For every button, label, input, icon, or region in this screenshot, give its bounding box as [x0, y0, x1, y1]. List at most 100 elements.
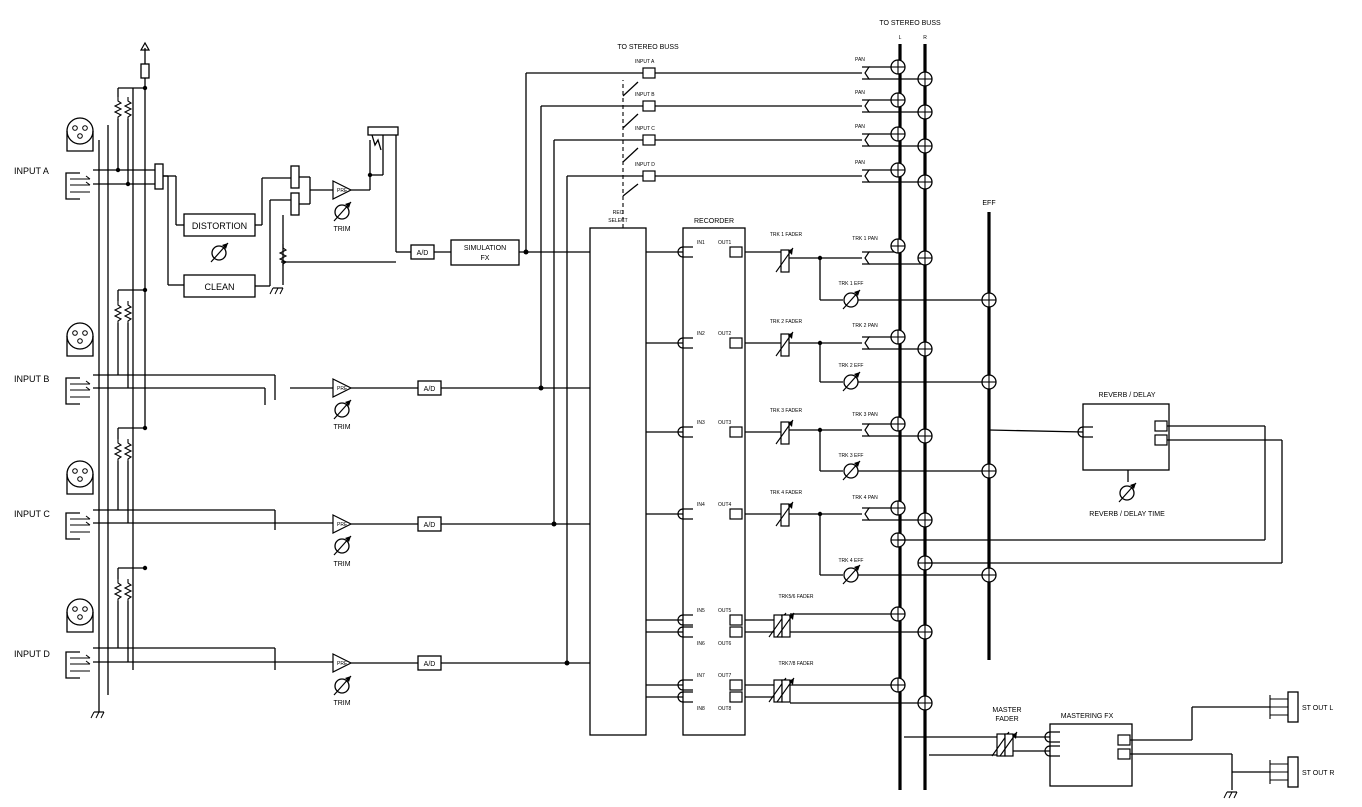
svg-text:INPUT C: INPUT C [635, 126, 655, 132]
svg-text:FADER: FADER [995, 716, 1018, 723]
signal-switch-icon [154, 163, 164, 190]
reverb-delay-label: REVERB / DELAY [1098, 392, 1155, 399]
svg-text:TRK 4 EFF: TRK 4 EFF [838, 558, 863, 564]
input-a-send-jack-icon [642, 67, 656, 79]
svg-text:L: L [899, 35, 902, 41]
svg-text:OUT2: OUT2 [718, 331, 732, 337]
svg-text:OUT5: OUT5 [718, 608, 732, 614]
svg-text:OUT7: OUT7 [718, 673, 732, 679]
svg-text:TRK 3 PAN: TRK 3 PAN [852, 412, 878, 418]
svg-text:PRE: PRE [337, 522, 348, 528]
input-pan-row-b: PAN [855, 90, 870, 113]
resistor-icon [124, 96, 132, 120]
input-d-label: INPUT D [14, 649, 50, 659]
svg-text:FX: FX [481, 255, 490, 262]
svg-text:IN1: IN1 [697, 240, 705, 246]
reverb-delay-time-label: REVERB / DELAY TIME [1089, 511, 1165, 518]
svg-text:TRK 2 FADER: TRK 2 FADER [770, 319, 803, 325]
track-3-eff-pot-icon [842, 460, 861, 481]
st-out-r-jack: ST OUT R [1269, 756, 1334, 788]
eff-bus-label: EFF [982, 200, 995, 207]
track-5-6-strip: TRK5/6 FADER [745, 594, 925, 638]
distortion-label: DISTORTION [192, 221, 247, 231]
track-7-8-strip: TRK7/8 FADER [745, 661, 925, 704]
svg-text:SIMULATION: SIMULATION [464, 245, 506, 252]
svg-text:TRK 1 PAN: TRK 1 PAN [852, 236, 878, 242]
simulation-fx-box [450, 239, 520, 266]
svg-text:TRK 4 PAN: TRK 4 PAN [852, 495, 878, 501]
clean-label: CLEAN [204, 282, 234, 292]
svg-text:A/D: A/D [424, 661, 436, 668]
svg-text:INPUT D: INPUT D [635, 162, 655, 168]
svg-text:TRK 3 FADER: TRK 3 FADER [770, 408, 803, 414]
trim-pot-icon [333, 535, 352, 556]
track-4-strip: TRK 4 FADER TRK 4 PAN TRK 4 EFF [745, 490, 989, 585]
svg-text:TRK 1 EFF: TRK 1 EFF [838, 281, 863, 287]
phone-jack-icon [65, 651, 91, 679]
trim-pot-icon [333, 201, 352, 222]
svg-text:IN8: IN8 [697, 706, 705, 712]
svg-text:REC: REC [613, 210, 624, 216]
svg-text:A/D: A/D [417, 250, 429, 257]
resistor-icon [114, 96, 122, 120]
reverb-delay-time-pot-icon [1118, 482, 1137, 503]
track-4-eff-pot-icon [842, 564, 861, 585]
st-out-r-jack-icon [1269, 756, 1299, 788]
svg-text:OUT8: OUT8 [718, 706, 732, 712]
recorder: RECORDER IN1 OUT1 IN2 OUT2 IN3 OUT3 IN4 … [677, 218, 746, 736]
svg-text:TRIM: TRIM [333, 424, 350, 431]
svg-text:TRK5/6 FADER: TRK5/6 FADER [778, 594, 813, 600]
svg-text:INPUT A: INPUT A [635, 59, 655, 65]
track-1-eff-pot-icon [842, 289, 861, 310]
svg-text:IN5: IN5 [697, 608, 705, 614]
svg-text:TRK 1 FADER: TRK 1 FADER [770, 232, 803, 238]
phone-jack-icon [65, 377, 91, 405]
rec-select: REC SELECT [589, 210, 683, 736]
svg-text:TRIM: TRIM [333, 700, 350, 707]
svg-text:IN2: IN2 [697, 331, 705, 337]
preamp-label: PRE [337, 188, 348, 194]
input-d-channel: INPUT D PRE TRIM A/D [14, 565, 590, 707]
svg-text:PRE: PRE [337, 386, 348, 392]
master-section: MASTER FADER MASTERING FX ST OUT L ST OU… [904, 691, 1334, 799]
stereo-buss-title: TO STEREO BUSS [879, 20, 941, 27]
to-stereo-buss-label: TO STEREO BUSS [617, 44, 679, 51]
svg-text:R: R [923, 35, 927, 41]
input-pan-row-c: PAN [855, 124, 870, 147]
svg-text:TRK7/8 FADER: TRK7/8 FADER [778, 661, 813, 667]
svg-text:A/D: A/D [424, 386, 436, 393]
track-2-strip: TRK 2 FADER TRK 2 PAN TRK 2 EFF [745, 319, 989, 392]
svg-text:OUT4: OUT4 [718, 502, 732, 508]
svg-text:TRK 4 FADER: TRK 4 FADER [770, 490, 803, 496]
input-b-channel: INPUT B PRE TRIM A/D [14, 287, 590, 431]
input-a-channel: INPUT A DISTORTION C [14, 85, 590, 298]
reverb-delay: REVERB / DELAY REVERB / DELAY TIME [898, 392, 1283, 564]
track-3-strip: TRK 3 FADER TRK 3 PAN TRK 3 EFF [745, 408, 989, 481]
distortion-drive-pot-icon [210, 242, 229, 263]
track-2-fader-icon [775, 331, 794, 357]
svg-text:MASTER: MASTER [992, 707, 1021, 714]
input-c-channel: INPUT C PRE TRIM A/D [14, 425, 590, 568]
svg-text:IN4: IN4 [697, 502, 705, 508]
svg-text:SELECT: SELECT [608, 218, 627, 224]
svg-text:TRK 2 PAN: TRK 2 PAN [852, 323, 878, 329]
svg-text:PAN: PAN [855, 90, 865, 96]
input-pan-row-a: PAN [855, 57, 870, 80]
phone-jack-icon [65, 512, 91, 540]
insert-jack-icon [367, 126, 399, 136]
input-b-label: INPUT B [14, 374, 49, 384]
input-c-label: INPUT C [14, 509, 50, 519]
trim-pot-icon [333, 399, 352, 420]
track-2-eff-pot-icon [842, 371, 861, 392]
xlr-connector-icon [66, 460, 94, 495]
stereo-buss: TO STEREO BUSS L R [879, 20, 941, 790]
trim-pot-icon [333, 675, 352, 696]
svg-text:OUT6: OUT6 [718, 641, 732, 647]
track-mixer: TRK 1 FADER TRK 1 PAN TRK 1 EFF TRK 2 FA… [745, 232, 989, 704]
input-pan-row-d: PAN [855, 160, 870, 183]
effect-bus: EFF [981, 200, 1084, 660]
svg-text:IN7: IN7 [697, 673, 705, 679]
input-a-trim-label: TRIM [333, 226, 350, 233]
xlr-connector-icon [66, 117, 94, 152]
